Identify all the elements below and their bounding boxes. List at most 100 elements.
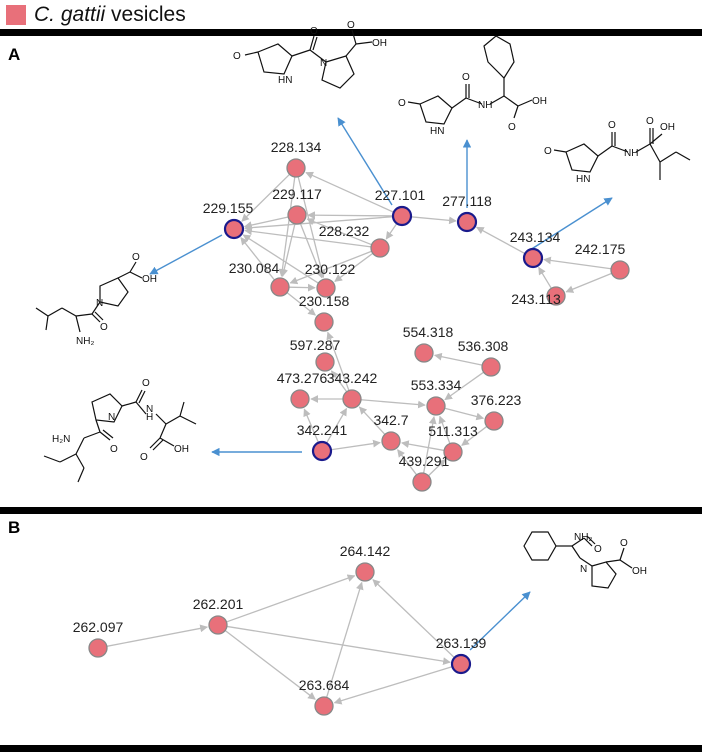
node-473-276[interactable]	[290, 389, 310, 409]
node-label-227-101: 227.101	[375, 187, 426, 203]
legend-suffix: vesicles	[111, 3, 186, 26]
edge-228-232-to-230-122	[334, 252, 374, 282]
node-228-134[interactable]	[286, 158, 306, 178]
node-230-158[interactable]	[314, 312, 334, 332]
node-label-597-287: 597.287	[290, 337, 341, 353]
edge-228-134-to-230-122	[297, 176, 326, 279]
structure-263-139	[523, 531, 633, 589]
edge-229-117-to-230-122	[299, 223, 323, 279]
edge-439-291-to-553-334	[422, 416, 437, 474]
node-262-201[interactable]	[208, 615, 228, 635]
node-511-313[interactable]	[443, 442, 463, 462]
edge-243-134-to-277-118	[475, 226, 526, 255]
node-label-228-134: 228.134	[271, 139, 322, 155]
structure-atom: OH	[174, 444, 189, 455]
node-554-318[interactable]	[414, 343, 434, 363]
edge-342-241-to-343-242	[325, 407, 348, 444]
node-342-7[interactable]	[381, 431, 401, 451]
node-label-262-201: 262.201	[193, 596, 244, 612]
edge-342-7-to-343-242	[358, 406, 386, 435]
edge-343-242-to-597-287	[330, 370, 348, 393]
node-label-229-155: 229.155	[203, 200, 254, 216]
edge-242-175-to-243-134	[543, 256, 612, 270]
edge-262-201-to-263-684	[224, 629, 316, 700]
edge-263-684-to-264-142	[326, 581, 364, 698]
node-243-134[interactable]	[522, 247, 544, 269]
edge-263-139-to-263-684	[333, 666, 453, 705]
node-228-232[interactable]	[370, 238, 390, 258]
edge-439-291-to-511-313	[428, 459, 446, 477]
node-label-230-122: 230.122	[305, 261, 356, 277]
node-263-139[interactable]	[450, 653, 472, 675]
structure-atom: O	[462, 72, 470, 83]
node-597-287[interactable]	[315, 352, 335, 372]
node-label-243-134: 243.134	[510, 229, 561, 245]
structure-atom: HN	[576, 174, 590, 185]
edge-262-201-to-263-139	[226, 625, 451, 665]
structure-atom: O	[110, 444, 118, 455]
node-label-263-684: 263.684	[299, 677, 350, 693]
node-label-229-117: 229.117	[272, 186, 322, 202]
structure-atom: O	[142, 378, 150, 389]
structure-atom: O	[398, 98, 406, 109]
node-536-308[interactable]	[481, 357, 501, 377]
edge-228-134-to-230-084	[278, 176, 296, 277]
structure-atom: O	[100, 322, 108, 333]
node-label-553-334: 553.334	[411, 377, 462, 393]
edge-230-122-to-229-155	[242, 234, 319, 284]
edge-227-101-to-229-155	[244, 216, 394, 232]
network-a-nodes: 228.134 229.155 229.117 227.101 228.232 230.0…	[203, 139, 630, 492]
edge-343-242-to-230-158	[326, 331, 350, 391]
node-263-684[interactable]	[314, 696, 334, 716]
bottom-divider	[0, 745, 702, 752]
structure-atom: O	[608, 120, 616, 131]
node-label-473-276: 473.276	[277, 370, 328, 386]
network-b-edges	[106, 574, 455, 705]
node-439-291[interactable]	[412, 472, 432, 492]
node-label-277-118: 277.118	[442, 193, 492, 209]
structure-atom: OH	[532, 96, 547, 107]
node-label-230-084: 230.084	[229, 260, 280, 276]
node-230-084[interactable]	[270, 277, 290, 297]
structure-atom: N	[580, 564, 587, 575]
node-label-262-097: 262.097	[73, 619, 124, 635]
node-242-175[interactable]	[610, 260, 630, 280]
node-label-228-232: 228.232	[319, 223, 370, 239]
edge-227-101-to-228-134	[305, 171, 395, 213]
node-229-117[interactable]	[287, 205, 307, 225]
structure-atom: O	[646, 116, 654, 127]
structure-links	[149, 117, 613, 651]
node-label-343-242: 343.242	[327, 370, 378, 386]
structure-atom: O	[233, 51, 241, 62]
node-label-439-291: 439.291	[399, 453, 450, 469]
edge-262-201-to-264-142	[226, 574, 356, 623]
panel-label-b: B	[8, 518, 21, 537]
node-label-511-313: 511.313	[428, 423, 478, 439]
structure-atom: HN	[278, 75, 292, 86]
legend: C. gattii vesicles	[6, 2, 186, 28]
node-277-118[interactable]	[456, 211, 478, 233]
node-230-122[interactable]	[316, 278, 336, 298]
node-229-155[interactable]	[223, 218, 245, 240]
node-243-113[interactable]	[546, 286, 566, 306]
structure-277-118	[407, 35, 533, 125]
legend-label: C. gattii vesicles	[34, 3, 186, 27]
structure-atom: HN	[430, 126, 444, 137]
middle-divider	[0, 507, 702, 514]
node-262-097[interactable]	[88, 638, 108, 658]
edge-230-084-to-229-155	[240, 237, 275, 281]
node-227-101[interactable]	[391, 205, 413, 227]
node-264-142[interactable]	[355, 562, 375, 582]
node-342-241[interactable]	[311, 440, 333, 462]
structure-229-155	[35, 261, 143, 333]
edge-263-139-to-264-142	[372, 579, 455, 659]
node-label-264-142: 264.142	[340, 543, 391, 559]
structure-atom: O	[544, 146, 552, 157]
node-343-242[interactable]	[342, 389, 362, 409]
edge-230-084-to-230-158	[286, 292, 317, 316]
structure-atom: OH	[632, 566, 647, 577]
node-553-334[interactable]	[426, 396, 446, 416]
node-label-263-139: 263.139	[436, 635, 487, 651]
node-376-223[interactable]	[484, 411, 504, 431]
